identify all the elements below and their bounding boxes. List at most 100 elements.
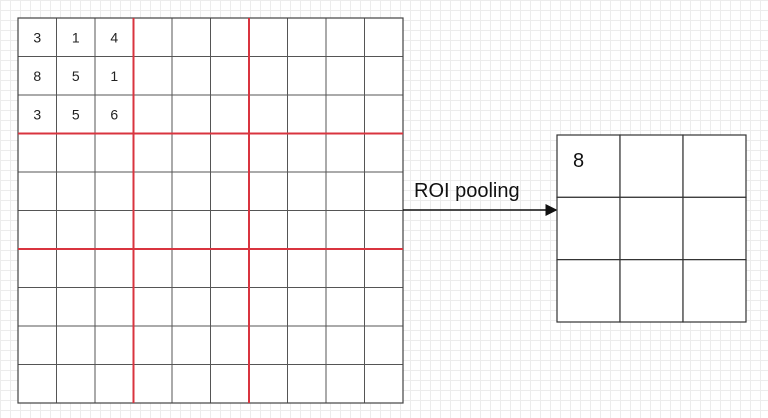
- input-cell: [171, 171, 211, 211]
- input-cell: [94, 248, 134, 288]
- input-cell: [287, 94, 327, 134]
- input-cell: [133, 210, 173, 250]
- input-cell: [133, 325, 173, 365]
- input-cell: [210, 56, 250, 96]
- input-cell: [171, 248, 211, 288]
- input-cell: [287, 248, 327, 288]
- input-cell: [210, 287, 250, 327]
- input-cell: [94, 94, 134, 134]
- input-cell: [364, 171, 404, 211]
- input-cell-value: 4: [110, 29, 118, 45]
- output-cell: [682, 196, 747, 261]
- input-cell: [287, 287, 327, 327]
- input-cell: [94, 171, 134, 211]
- output-cell: [556, 259, 621, 323]
- input-cell: [17, 171, 57, 211]
- input-cell: [56, 17, 96, 57]
- input-cell: [364, 248, 404, 288]
- input-cell: [325, 171, 365, 211]
- input-cell: [248, 133, 288, 173]
- input-cell: [364, 133, 404, 173]
- output-cell-values: 8: [573, 150, 584, 172]
- input-cell: [364, 210, 404, 250]
- input-cell: [133, 171, 173, 211]
- input-cell: [248, 210, 288, 250]
- input-cell: [133, 94, 173, 134]
- input-cell: [133, 133, 173, 173]
- input-cell: [17, 133, 57, 173]
- input-cell: [133, 287, 173, 327]
- input-cell: [56, 325, 96, 365]
- input-cell: [364, 364, 404, 404]
- input-cell: [210, 94, 250, 134]
- input-cell-value: 8: [33, 68, 41, 84]
- input-cell: [56, 94, 96, 134]
- input-cell: [364, 287, 404, 327]
- input-cell-value: 1: [110, 68, 118, 84]
- input-cell: [133, 364, 173, 404]
- output-cell: [619, 196, 684, 261]
- input-cell: [56, 171, 96, 211]
- input-cell: [325, 248, 365, 288]
- input-cell: [17, 94, 57, 134]
- input-cell: [171, 287, 211, 327]
- input-cell: [17, 325, 57, 365]
- input-cell: [94, 287, 134, 327]
- input-cell-value: 1: [72, 29, 80, 45]
- input-cell: [287, 364, 327, 404]
- input-cell: [287, 171, 327, 211]
- input-cell: [56, 248, 96, 288]
- input-cell-value: 5: [72, 106, 80, 122]
- input-cell: [171, 325, 211, 365]
- input-cell: [171, 364, 211, 404]
- input-cell: [248, 17, 288, 57]
- input-cell: [17, 210, 57, 250]
- input-cell: [56, 133, 96, 173]
- input-cell: [171, 94, 211, 134]
- input-cell: [325, 325, 365, 365]
- input-cell: [248, 56, 288, 96]
- input-cell: [287, 133, 327, 173]
- input-cell: [56, 364, 96, 404]
- input-cell: [210, 364, 250, 404]
- input-cell: [248, 171, 288, 211]
- input-cell: [56, 210, 96, 250]
- input-cell: [364, 56, 404, 96]
- output-cell: [556, 196, 621, 261]
- input-cell: [94, 364, 134, 404]
- input-cell: [248, 287, 288, 327]
- input-cell: [364, 325, 404, 365]
- input-cell: [17, 364, 57, 404]
- input-cell: [325, 94, 365, 134]
- input-cell: [364, 94, 404, 134]
- input-cell: [287, 56, 327, 96]
- input-cell-value: 6: [110, 106, 118, 122]
- output-cell: [619, 134, 684, 198]
- input-cell: [94, 133, 134, 173]
- input-cell: [56, 56, 96, 96]
- output-cell: [682, 134, 747, 198]
- output-cell: [556, 134, 621, 198]
- input-cell: [17, 248, 57, 288]
- input-cell: [210, 133, 250, 173]
- input-cell: [325, 56, 365, 96]
- output-cell: [682, 259, 747, 323]
- input-cell: [133, 17, 173, 57]
- input-cell: [325, 210, 365, 250]
- input-cell: [210, 17, 250, 57]
- input-cell: [56, 287, 96, 327]
- input-cell: [210, 248, 250, 288]
- input-cell: [171, 17, 211, 57]
- input-cell-value: 3: [33, 29, 41, 45]
- input-cell: [210, 325, 250, 365]
- input-cell: [325, 287, 365, 327]
- input-cell: [364, 17, 404, 57]
- roi-pooling-label: ROI pooling: [414, 180, 520, 202]
- input-cell: [94, 210, 134, 250]
- input-cell: [248, 248, 288, 288]
- input-cell: [133, 56, 173, 96]
- input-cell: [287, 17, 327, 57]
- input-cell: [325, 17, 365, 57]
- input-cell: [210, 171, 250, 211]
